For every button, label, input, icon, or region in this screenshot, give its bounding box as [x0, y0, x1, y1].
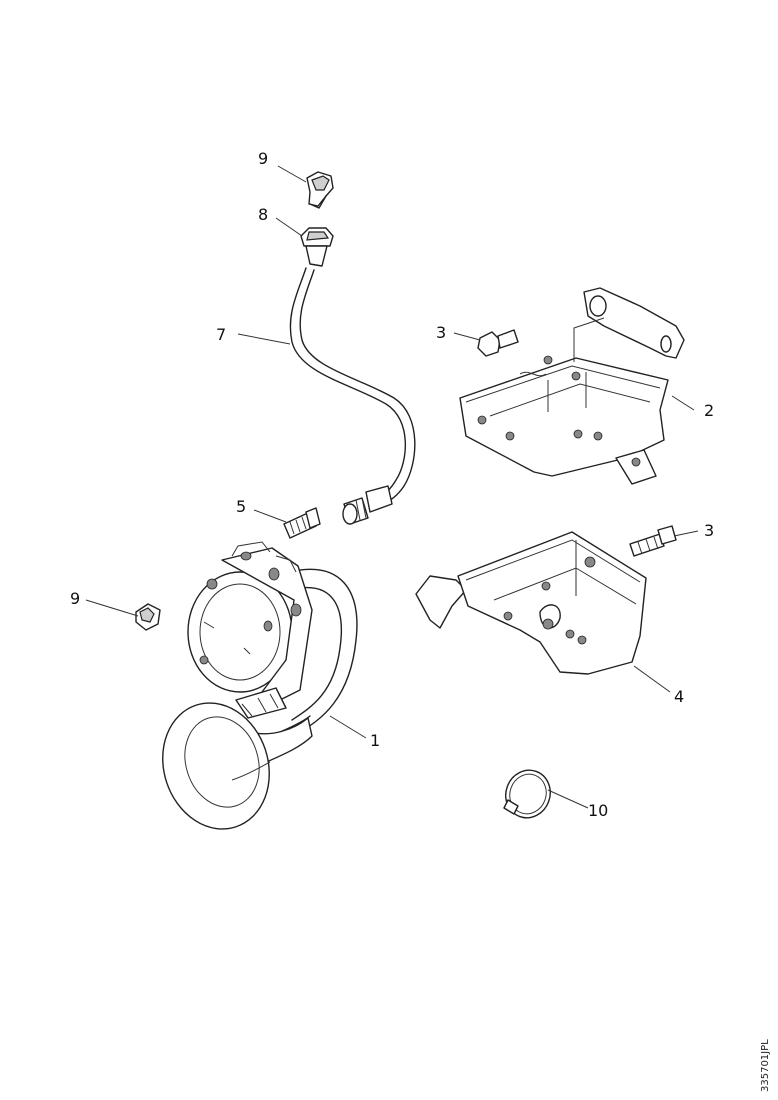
- part-10-hose-clamp: [503, 769, 551, 819]
- part-7-air-hose: [289, 267, 416, 525]
- part-2-upper-bracket: [459, 287, 685, 485]
- callout-7-hose: 7: [216, 325, 226, 344]
- callout-9-nut: 9: [70, 589, 80, 608]
- callout-9-elbow: 9: [258, 149, 268, 168]
- callout-5-fitting: 5: [236, 497, 246, 516]
- callout-4-lower-bracket: 4: [674, 687, 684, 706]
- part-9-nut: [135, 603, 161, 631]
- callout-10-hose-clamp: 10: [588, 801, 608, 820]
- part-3-bolt-right: [629, 525, 677, 557]
- callout-3-right-bolt: 3: [704, 521, 714, 540]
- part-9-elbow-connector: [306, 171, 334, 209]
- callout-1-air-horn: 1: [370, 731, 380, 750]
- callout-3-upper-bolt: 3: [436, 323, 446, 342]
- drawing-code: 335701JPL: [760, 1039, 771, 1092]
- leader-lines: [85, 165, 699, 809]
- part-4-lower-bracket: [415, 531, 647, 675]
- callout-2-upper-bracket: 2: [704, 401, 714, 420]
- part-8-grommet: [300, 227, 334, 267]
- part-5-fitting: [283, 507, 321, 539]
- part-1-air-horn: [162, 541, 358, 830]
- part-3-bolt-upper: [477, 329, 519, 357]
- callout-8-grommet: 8: [258, 205, 268, 224]
